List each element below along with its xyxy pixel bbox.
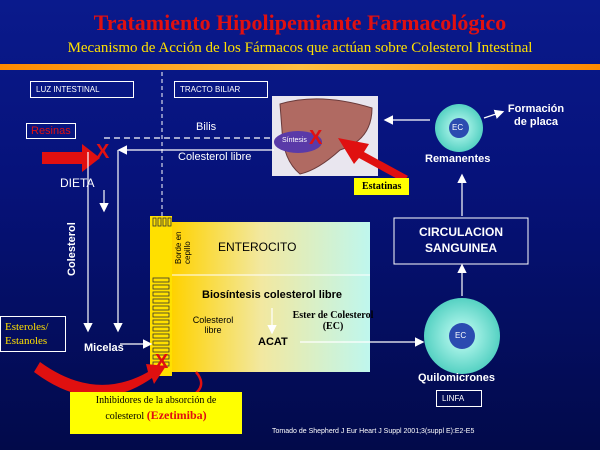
- title-divider: [0, 64, 600, 70]
- resinas-x-mark: X: [96, 141, 110, 163]
- quilomicrones-label: Quilomicrones: [418, 372, 496, 384]
- esteroles-curve-arrow: [34, 362, 166, 397]
- remanentes-ec: EC: [452, 123, 464, 132]
- colesterol-vertical-label: Colesterol: [66, 222, 78, 276]
- ezetimiba-x-mark: X: [155, 351, 169, 373]
- page-title: Tratamiento Hipolipemiante Farmacológico: [93, 10, 507, 35]
- brush-border-villi: [152, 217, 172, 367]
- inhibidores-line2: colesterol (Ezetimiba): [70, 408, 242, 424]
- sintesis-label: Síntesis: [282, 137, 307, 144]
- liver-shape: [279, 98, 373, 175]
- estanoles-label: Estanoles: [5, 335, 48, 347]
- resinas-block-arrow: [42, 144, 100, 172]
- colesterol-libre-inner-label: Colesterol libre: [192, 315, 234, 335]
- linfa-tag: LINFA: [436, 390, 482, 407]
- source-footnote: Tomado de Shepherd J Eur Heart J Suppl 2…: [272, 428, 475, 435]
- luz-intestinal-tag: LUZ INTESTINAL: [30, 81, 134, 98]
- estatinas-x-mark: X: [309, 127, 323, 149]
- rem-to-placa: [483, 109, 505, 119]
- formacion-placa-label: Formación de placa: [507, 103, 565, 128]
- micelas-label: Micelas: [84, 342, 124, 354]
- inhibidores-line1: Inhibidores de la absorción de: [95, 395, 217, 406]
- page-subtitle: Mecanismo de Acción de los Fármacos que …: [67, 40, 533, 56]
- acat-label: ACAT: [258, 336, 288, 348]
- inhibidores-colesterol: colesterol: [105, 411, 145, 422]
- enterocito-label: ENTEROCITO: [218, 240, 297, 254]
- resinas-label: Resinas: [26, 123, 76, 139]
- dieta-label: DIETA: [60, 176, 95, 190]
- estatinas-block-arrow: [338, 138, 408, 182]
- esteroles-box: Esteroles/ Estanoles: [0, 316, 66, 352]
- borde-cepillo-label: Borde en cepillo: [174, 231, 192, 264]
- ester-label: Ester de Colesterol (EC): [292, 310, 374, 332]
- esteroles-label: Esteroles/: [5, 321, 49, 333]
- remanentes-label: Remanentes: [425, 153, 491, 165]
- enterocyte-header: [172, 222, 370, 274]
- inhibidores-box: Inhibidores de la absorción de colestero…: [70, 392, 242, 434]
- biosintesis-label: Biosíntesis colesterol libre: [202, 289, 342, 301]
- synthesis-ellipse: [274, 131, 322, 153]
- tracto-biliar-tag: TRACTO BILIAR: [174, 81, 268, 98]
- colesterol-libre-top-label: Colesterol libre: [178, 151, 252, 163]
- circulacion-label: CIRCULACION SANGUINEA: [419, 225, 503, 255]
- estatinas-label: Estatinas: [354, 178, 410, 195]
- quilomicron-ec: EC: [455, 331, 467, 340]
- ezetimiba-label: (Ezetimiba): [146, 408, 207, 422]
- bilis-label: Bilis: [196, 121, 217, 133]
